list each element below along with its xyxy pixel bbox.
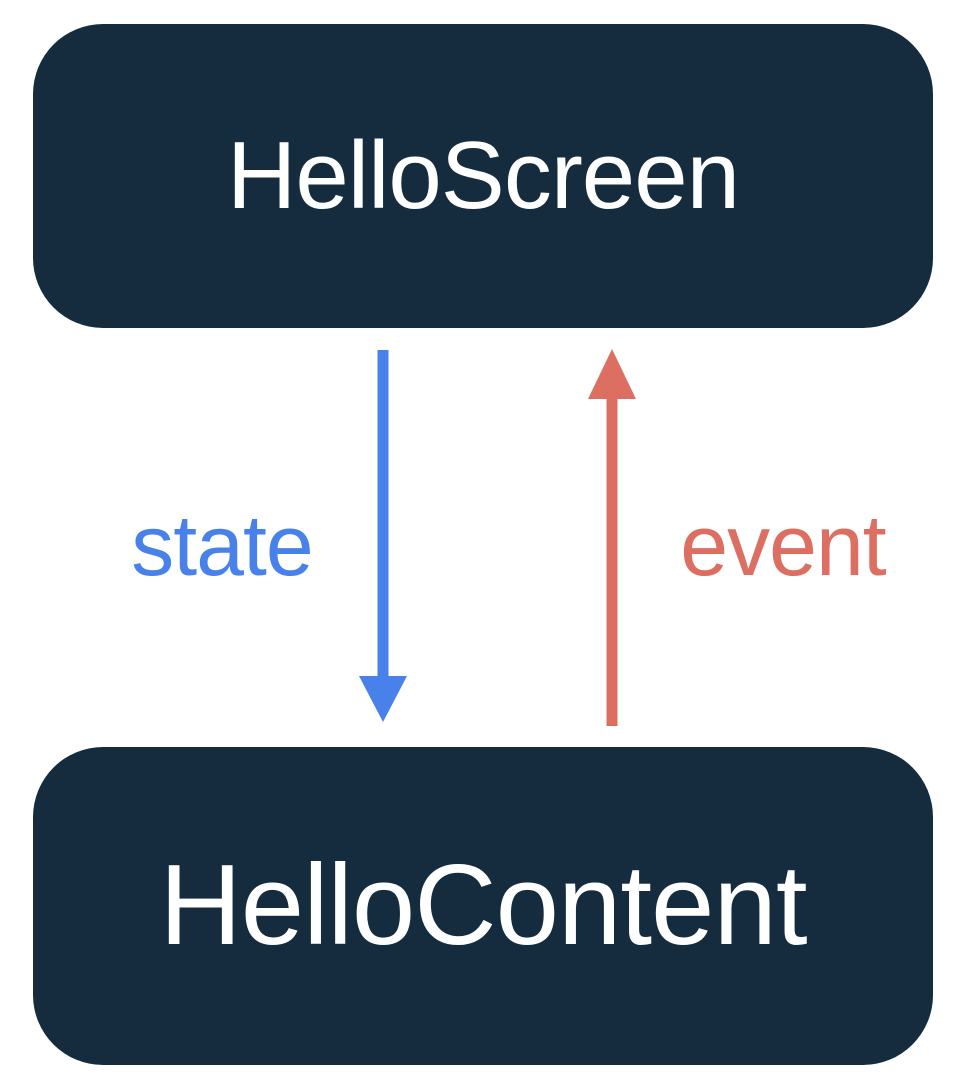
event-label: event [680,498,886,594]
node-helloscreen: HelloScreen [33,24,933,328]
state-arrow-down [359,350,407,722]
event-arrow-up [588,349,636,726]
event-arrowhead-icon [588,349,636,399]
state-arrowhead-icon [359,676,407,722]
state-label: state [131,498,313,594]
node-hellocontent: HelloContent [33,747,933,1065]
node-hellocontent-label: HelloContent [159,842,807,969]
node-helloscreen-label: HelloScreen [227,122,740,229]
